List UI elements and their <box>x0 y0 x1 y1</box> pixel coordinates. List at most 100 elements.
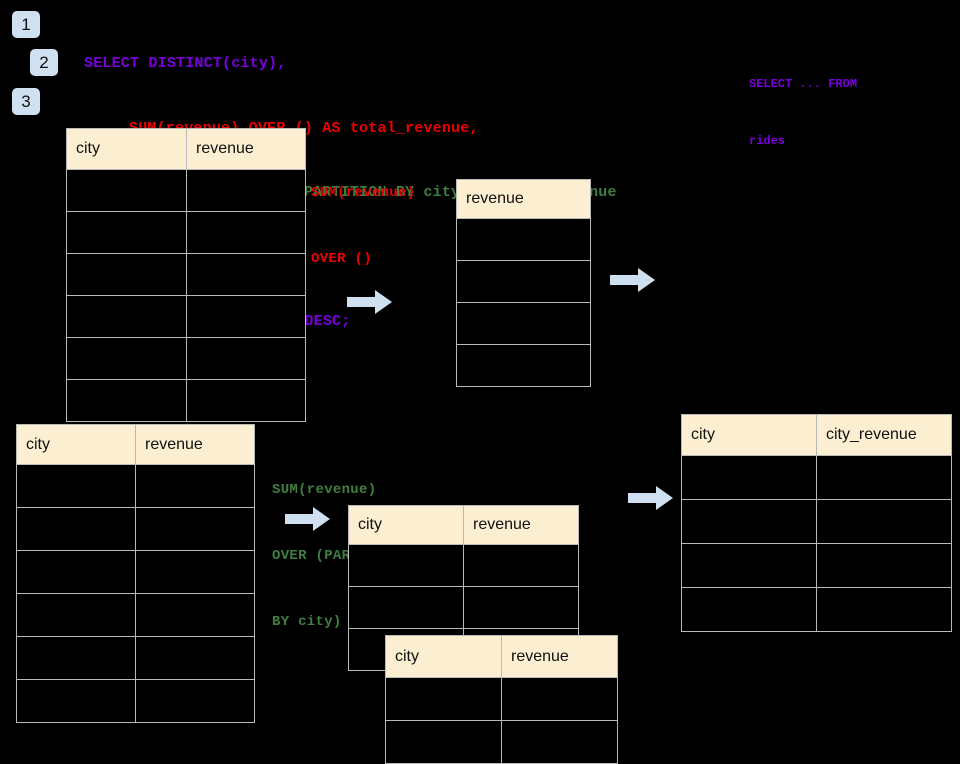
table-cell <box>681 499 817 544</box>
table-row <box>16 679 255 723</box>
table-cell <box>385 720 502 764</box>
table-cell <box>66 169 187 212</box>
column-header-city: city <box>681 414 817 456</box>
table-cell <box>16 550 136 594</box>
table-cell <box>66 337 187 380</box>
table-cell <box>681 455 817 500</box>
column-header-city-revenue: city_revenue <box>816 414 952 456</box>
table-cell <box>463 544 579 587</box>
table-row <box>66 211 306 254</box>
table-cell <box>816 455 952 500</box>
annotation-total-revenue-line2: OVER () <box>311 251 372 267</box>
annotation-select-from-line1: SELECT ... FROM <box>749 77 858 91</box>
table-row <box>16 636 255 680</box>
table-cell <box>66 379 187 422</box>
table-header-row: city revenue <box>16 424 255 465</box>
rides-source-table-top: city revenue <box>66 128 306 422</box>
arrow-rides-to-total-revenue <box>347 290 392 314</box>
table-row <box>681 587 952 632</box>
step-badge-3: 3 <box>12 88 40 115</box>
table-header-row: revenue <box>456 179 591 219</box>
table-row <box>16 507 255 551</box>
table-header-row: city revenue <box>66 128 306 170</box>
table-cell <box>501 677 618 721</box>
table-cell <box>816 499 952 544</box>
column-header-city: city <box>385 635 502 678</box>
table-cell <box>66 211 187 254</box>
step-badge-2: 2 <box>30 49 58 76</box>
column-header-revenue: revenue <box>135 424 255 465</box>
column-header-city: city <box>16 424 136 465</box>
annotation-select-from: SELECT ... FROM rides <box>749 37 857 170</box>
column-header-city: city <box>66 128 187 170</box>
table-cell <box>816 543 952 588</box>
table-row <box>16 464 255 508</box>
total-revenue-table: revenue <box>456 179 591 387</box>
table-cell <box>16 464 136 508</box>
table-cell <box>186 295 306 338</box>
table-cell <box>681 587 817 632</box>
arrow-total-revenue-to-result <box>610 268 655 292</box>
column-header-revenue: revenue <box>186 128 306 170</box>
table-cell <box>456 260 591 303</box>
arrow-partition-to-result <box>628 486 673 510</box>
step-badge-1: 1 <box>12 11 40 38</box>
table-cell <box>16 507 136 551</box>
table-row <box>66 253 306 296</box>
table-cell <box>186 211 306 254</box>
table-row <box>66 295 306 338</box>
table-cell <box>348 586 464 629</box>
table-cell <box>135 464 255 508</box>
column-header-revenue: revenue <box>463 505 579 545</box>
city-revenue-result-table: city city_revenue <box>681 414 952 632</box>
table-row <box>456 218 591 261</box>
table-row <box>456 344 591 387</box>
annotation-total-revenue: SUM(revenue) OVER () <box>311 138 415 292</box>
table-row <box>385 677 618 721</box>
table-cell <box>135 679 255 723</box>
table-cell <box>456 218 591 261</box>
table-header-row: city revenue <box>385 635 618 678</box>
table-cell <box>16 636 136 680</box>
annotation-city-revenue-line3: BY city) <box>272 614 342 630</box>
column-header-revenue: revenue <box>501 635 618 678</box>
annotation-total-revenue-line1: SUM(revenue) <box>311 185 416 201</box>
table-row <box>681 543 952 588</box>
table-cell <box>186 253 306 296</box>
table-cell <box>135 550 255 594</box>
table-row <box>385 720 618 764</box>
table-row <box>681 499 952 544</box>
table-cell <box>66 295 187 338</box>
table-cell <box>463 586 579 629</box>
table-cell <box>135 507 255 551</box>
table-cell <box>501 720 618 764</box>
annotation-select-from-line2: rides <box>749 134 786 148</box>
table-header-row: city city_revenue <box>681 414 952 456</box>
table-cell <box>186 379 306 422</box>
table-row <box>66 379 306 422</box>
table-row <box>681 455 952 500</box>
table-header-row: city revenue <box>348 505 579 545</box>
table-cell <box>186 169 306 212</box>
rides-source-table-bottom: city revenue <box>16 424 255 723</box>
column-header-city: city <box>348 505 464 545</box>
table-row <box>456 302 591 345</box>
table-row <box>16 593 255 637</box>
annotation-city-revenue-line1: SUM(revenue) <box>272 482 377 498</box>
table-row <box>348 586 579 629</box>
table-cell <box>186 337 306 380</box>
table-cell <box>66 253 187 296</box>
table-cell <box>456 302 591 345</box>
table-cell <box>385 677 502 721</box>
table-row <box>348 544 579 587</box>
table-cell <box>135 593 255 637</box>
table-row <box>456 260 591 303</box>
table-cell <box>16 679 136 723</box>
table-cell <box>16 593 136 637</box>
table-row <box>16 550 255 594</box>
sql-line-select: SELECT DISTINCT(city), <box>84 55 287 72</box>
table-cell <box>681 543 817 588</box>
column-header-revenue: revenue <box>456 179 591 219</box>
table-cell <box>456 344 591 387</box>
table-cell <box>816 587 952 632</box>
